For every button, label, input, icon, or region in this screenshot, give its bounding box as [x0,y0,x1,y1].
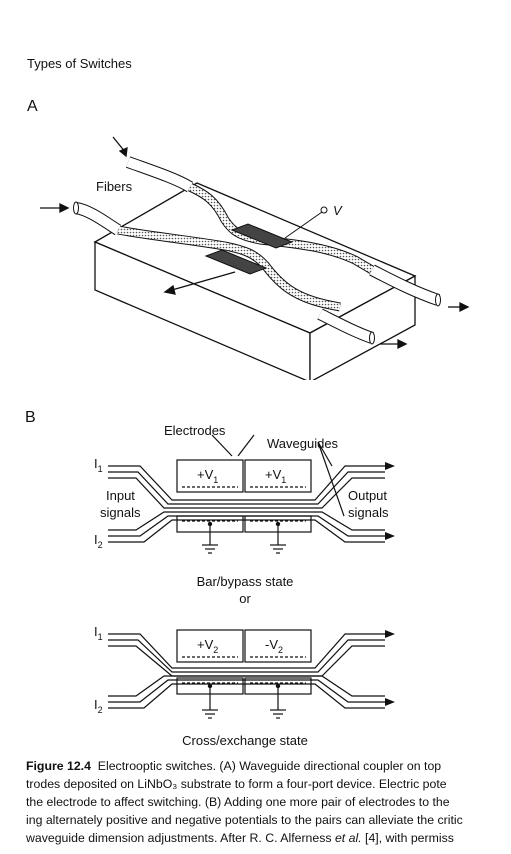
electrode-upper [230,223,294,249]
section-title: Types of Switches [27,56,132,71]
cross-waveguide-upper [108,633,385,669]
figure-a-diagram: V Fibers [40,136,470,380]
waveguides-label: Waveguides [267,436,339,451]
output-label-line2: signals [348,505,389,520]
cross-port-i2: I2 [94,697,103,715]
panel-a-label: A [27,98,38,115]
substrate-block [93,182,417,380]
bar-port-i2: I2 [94,532,103,550]
figure-caption: Figure 12.4 Electrooptic switches. (A) W… [26,757,511,847]
bar-port-i1: I1 [94,456,103,474]
bar-electrode-top-left [176,459,244,493]
figure-number: Figure 12.4 [26,759,91,773]
voltage-label: V [333,203,343,218]
output-label-line1: Output [348,488,387,503]
bar-state-label: Bar/bypass state or [0,573,490,607]
panel-b-label: B [25,409,36,426]
cross-electrode-top-left [176,629,244,663]
bar-voltage-left: +V1 [197,467,218,485]
cross-port-i1: I1 [94,624,103,642]
caption-line-5: waveguide dimension adjustments. After R… [26,831,454,845]
cross-voltage-right: -V2 [265,637,283,655]
figure-b-diagram: Electrodes Waveguides Input signals Outp… [94,423,395,719]
bar-electrode-top-right [244,459,312,493]
input-label-line1: Input [106,488,135,503]
bar-waveguide-lower [108,511,385,531]
cross-voltage-left: +V2 [197,637,218,655]
input-label-line2: signals [100,505,141,520]
fibers-label: Fibers [96,179,133,194]
voltage-terminal [320,206,328,214]
electrode-lower [204,249,268,275]
caption-line-2: trodes deposited on LiNbO₃ substrate to … [26,777,447,791]
caption-line-1: Figure 12.4 Electrooptic switches. (A) W… [26,759,442,773]
cross-electrode-top-right [244,629,312,663]
or-text: or [239,591,251,606]
caption-line-4: ing alternately positive and negative po… [26,813,463,827]
caption-line-3: the electrode to affect switching. (B) A… [26,795,450,809]
bar-waveguide-upper [108,465,385,501]
bar-state-text: Bar/bypass state [196,574,294,589]
bar-voltage-right: +V1 [265,467,286,485]
cross-state-label: Cross/exchange state [182,733,308,748]
cross-waveguide-lower [108,675,385,697]
electrodes-label: Electrodes [164,423,226,438]
